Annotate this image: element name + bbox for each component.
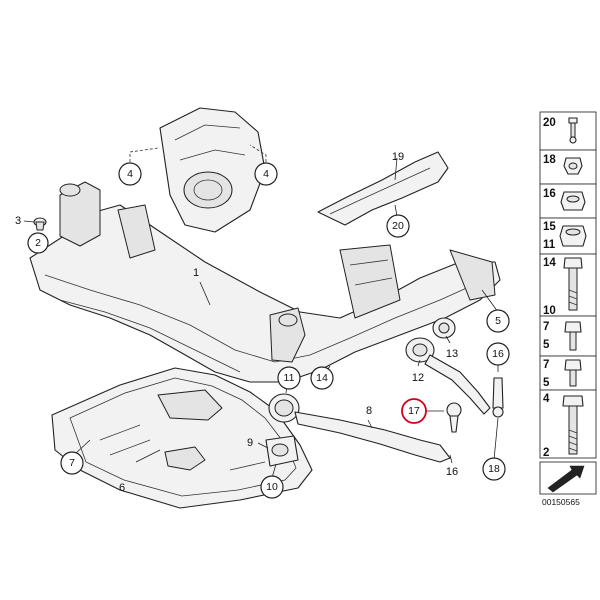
ball-joint[interactable] bbox=[446, 377, 504, 433]
front-axle-carrier[interactable] bbox=[29, 107, 501, 383]
callout-8: 8 bbox=[366, 405, 372, 417]
callout-18: 18 bbox=[482, 457, 506, 481]
svg-text:14: 14 bbox=[316, 372, 328, 384]
svg-text:9: 9 bbox=[247, 437, 253, 449]
callout-1: 1 bbox=[193, 267, 199, 279]
svg-text:18: 18 bbox=[488, 463, 500, 475]
document-number: 00150565 bbox=[542, 497, 580, 507]
side-label-14: 14 bbox=[543, 257, 556, 269]
svg-text:16: 16 bbox=[446, 466, 458, 478]
side-label-20: 20 bbox=[543, 117, 556, 129]
nut-15-icon bbox=[559, 225, 587, 247]
side-box-4-2 bbox=[539, 389, 597, 459]
side-label-10: 10 bbox=[543, 305, 556, 317]
svg-text:8: 8 bbox=[366, 405, 372, 417]
svg-text:4: 4 bbox=[263, 168, 269, 180]
screw-20-icon bbox=[568, 117, 578, 144]
callout-9: 9 bbox=[247, 437, 253, 449]
callout-4b: 4 bbox=[254, 162, 278, 186]
svg-text:6: 6 bbox=[119, 482, 125, 494]
svg-text:17: 17 bbox=[408, 405, 420, 417]
side-label-7a: 7 bbox=[543, 321, 549, 333]
callout-11: 11 bbox=[277, 366, 301, 390]
svg-text:5: 5 bbox=[495, 315, 501, 327]
svg-text:4: 4 bbox=[127, 168, 133, 180]
side-label-2: 2 bbox=[543, 447, 549, 459]
side-label-5a: 5 bbox=[543, 339, 550, 351]
svg-text:10: 10 bbox=[266, 481, 278, 493]
nut-18-icon bbox=[563, 157, 583, 175]
svg-text:7: 7 bbox=[69, 457, 75, 469]
svg-text:20: 20 bbox=[392, 220, 404, 232]
callout-17-highlighted: 17 bbox=[401, 398, 427, 424]
bolt-5-icon bbox=[564, 359, 582, 387]
callout-14: 14 bbox=[310, 366, 334, 390]
bolt-14-icon bbox=[563, 257, 583, 311]
side-label-11: 11 bbox=[543, 239, 556, 251]
callout-2: 2 bbox=[27, 232, 49, 254]
svg-text:12: 12 bbox=[412, 372, 424, 384]
side-parts-column: 20 18 16 15 11 14 10 7 5 7 5 4 2 bbox=[539, 111, 597, 507]
callout-20: 20 bbox=[386, 214, 410, 238]
heat-shield[interactable] bbox=[317, 151, 449, 226]
side-label-18: 18 bbox=[543, 154, 556, 166]
side-label-5b: 5 bbox=[543, 377, 550, 389]
bolt-7-icon bbox=[564, 321, 582, 351]
side-label-16: 16 bbox=[543, 188, 556, 200]
callout-19: 19 bbox=[392, 151, 404, 163]
svg-text:13: 13 bbox=[446, 348, 458, 360]
callout-10: 10 bbox=[260, 475, 284, 499]
callout-6: 6 bbox=[119, 482, 125, 494]
svg-text:11: 11 bbox=[284, 372, 295, 384]
side-label-7b: 7 bbox=[543, 359, 549, 371]
svg-text:16: 16 bbox=[492, 348, 504, 360]
side-label-4: 4 bbox=[543, 393, 550, 405]
nut-16-icon bbox=[560, 191, 586, 211]
svg-text:19: 19 bbox=[392, 151, 404, 163]
side-label-15: 15 bbox=[543, 221, 556, 233]
callout-12: 12 bbox=[412, 372, 424, 384]
callout-13: 13 bbox=[446, 348, 458, 360]
wishbone[interactable] bbox=[294, 411, 451, 463]
callout-4a: 4 bbox=[118, 162, 142, 186]
svg-text:2: 2 bbox=[35, 237, 41, 249]
callout-3: 3 bbox=[15, 215, 21, 227]
rubber-mount[interactable] bbox=[265, 393, 300, 467]
callout-16a: 16 bbox=[486, 342, 510, 366]
underbody-plate[interactable] bbox=[51, 367, 313, 509]
tension-strut[interactable] bbox=[405, 317, 491, 415]
arrow-icon bbox=[547, 465, 585, 493]
callout-16b: 16 bbox=[446, 466, 458, 478]
svg-text:1: 1 bbox=[193, 267, 199, 279]
svg-text:3: 3 bbox=[15, 215, 21, 227]
screw-3[interactable] bbox=[33, 217, 47, 231]
callout-7: 7 bbox=[60, 451, 84, 475]
bolt-4-icon bbox=[562, 395, 584, 455]
callout-5: 5 bbox=[486, 309, 510, 333]
